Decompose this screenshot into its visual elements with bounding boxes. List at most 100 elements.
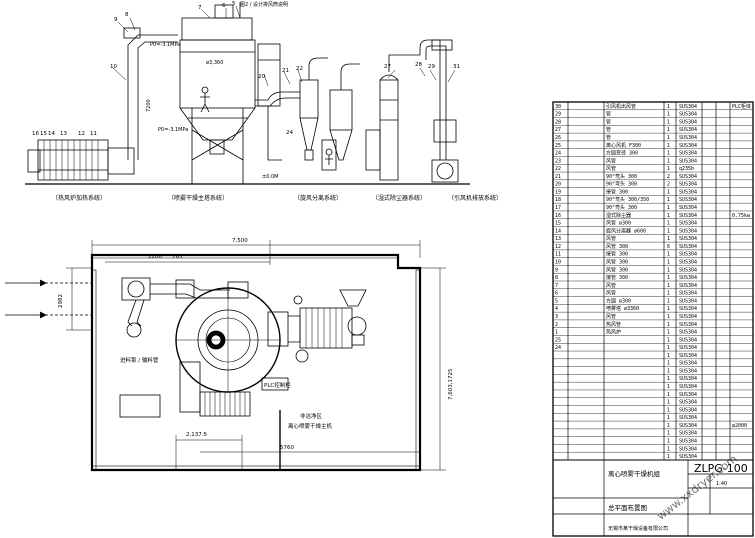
table-cell-no: 29: [555, 112, 561, 118]
table-cell-qty: 1: [667, 407, 670, 413]
title-sub: 总平面布置图: [608, 503, 647, 512]
table-cell-mat: SUS304: [679, 415, 697, 421]
part-no-label: 7: [198, 5, 202, 11]
table-cell-no: 23: [555, 158, 561, 164]
table-cell-name: 管: [606, 111, 611, 118]
height-mark: 7200: [146, 99, 152, 112]
table-cell-no: 10: [555, 259, 561, 265]
scale: 1:40: [716, 481, 727, 487]
table-cell-mat: SUS304: [679, 135, 697, 141]
table-cell-mat: SUS304: [679, 182, 697, 188]
table-cell-mat: SUS304: [679, 228, 697, 234]
table-cell-qty: 1: [667, 384, 670, 390]
table-cell-mat: SUS304: [679, 174, 697, 180]
table-cell-qty: 1: [667, 135, 670, 141]
part-no-label: 12: [78, 131, 85, 137]
table-cell-note: PLC柜体: [732, 103, 751, 110]
table-cell-qty: 1: [667, 376, 670, 382]
table-cell-qty: 1: [667, 314, 670, 320]
table-cell-no: 7: [555, 283, 558, 289]
table-cell-no: 11: [555, 252, 561, 258]
table-cell-qty: 1: [667, 423, 670, 429]
table-cell-qty: 2: [667, 174, 670, 180]
table-cell-mat: SUS304: [679, 384, 697, 390]
table-cell-mat: SUS304: [679, 407, 697, 413]
section-label: （旋风分离系统）: [294, 194, 342, 202]
spray-tower: [179, 2, 281, 184]
top-note: 图2 / 设计排风筒说明: [240, 1, 288, 8]
table-cell-mat: SUS304: [679, 345, 697, 351]
table-cell-qty: 1: [667, 306, 670, 312]
table-cell-qty: 1: [667, 392, 670, 398]
table-cell-qty: 1: [667, 454, 670, 460]
table-cell-mat: SUS304: [679, 143, 697, 149]
part-no-label: 13: [60, 131, 67, 137]
table-cell-qty: 1: [667, 337, 670, 343]
table-cell-name: 热风管: [606, 321, 621, 328]
table-cell-no: 18: [555, 197, 561, 203]
table-cell-mat: SUS304: [679, 244, 697, 250]
table-cell-no: 8: [555, 275, 558, 281]
table-cell-no: 4: [555, 306, 558, 312]
table-cell-mat: SUS304: [679, 353, 697, 359]
table-cell-note: 0.75kw: [732, 213, 751, 219]
table-cell-qty: 1: [667, 205, 670, 211]
table-cell-mat: SUS304: [679, 151, 697, 157]
table-cell-mat: SUS304: [679, 236, 697, 242]
part-no-label: 21: [282, 68, 289, 74]
table-cell-name: 管: [606, 134, 611, 141]
table-cell-no: 21: [555, 174, 561, 180]
pressure-mid: P0=-3.1MPa: [158, 127, 188, 133]
dim-total: 7,500: [232, 238, 248, 244]
plan-cabinets: [119, 361, 289, 418]
table-cell-mat: SUS304: [679, 158, 697, 164]
table-cell-name: 接管 300: [606, 274, 628, 281]
table-cell-qty: 1: [667, 345, 670, 351]
dim-left: 2982: [58, 294, 64, 308]
table-cell-qty: 1: [667, 291, 670, 297]
table-cell-qty: 1: [667, 353, 670, 359]
table-cell-name: 风管 300: [606, 243, 628, 250]
table-cell-mat: SUS304: [679, 275, 697, 281]
table-cell-mat: SUS304: [679, 306, 697, 312]
table-cell-qty: 6: [667, 244, 670, 250]
table-cell-qty: 1: [667, 213, 670, 219]
table-cell-mat: SUS304: [679, 314, 697, 320]
table-cell-name: 离心风机 F300: [606, 142, 641, 149]
plan-drying-chamber: [175, 287, 301, 393]
part-no-label: 9: [114, 17, 118, 23]
table-cell-no: 6: [555, 291, 558, 297]
table-cell-mat: SUS304: [679, 205, 697, 211]
part-no-label: 6: [222, 3, 226, 9]
table-cell-no: 25: [555, 143, 561, 149]
table-cell-name: 引风机出风管: [606, 103, 636, 110]
tower-diameter: ø3,360: [206, 60, 223, 66]
elevation-view: [25, 2, 470, 185]
table-cell-mat: SUS304: [679, 213, 697, 219]
table-cell-name: 风管 300: [606, 266, 628, 273]
plan-labels: 进料泵 / 输料管 PLC控制柜 非洁净区 离心喷雾干燥主机: [120, 356, 333, 430]
dim-bottom-b: 5760: [280, 445, 294, 451]
table-cell-qty: 1: [667, 368, 670, 374]
table-cell-qty: 1: [667, 158, 670, 164]
table-cell-qty: 1: [667, 361, 670, 367]
drawing-number: ZLPG-100: [694, 462, 748, 475]
plan-view: [5, 240, 446, 472]
table-cell-name: 风管: [606, 282, 616, 289]
table-cell-mat: SUS304: [679, 446, 697, 452]
table-cell-qty: 1: [667, 143, 670, 149]
elevation-annotations: 图2 / 设计排风筒说明 ø3,360 7200 P0=-3.1MPa P0=-…: [146, 1, 288, 180]
dim-right: 7,603,1725: [448, 368, 454, 400]
table-cell-mat: SUS304: [679, 376, 697, 382]
system-labels: （热风炉加热系统） （喷雾干燥主塔系统） （旋风分离系统） （湿式除尘器系统） …: [52, 194, 502, 202]
table-cell-mat: SUS304: [679, 197, 697, 203]
table-cell-mat: q235b: [679, 166, 694, 172]
table-cell-mat: SUS304: [679, 291, 697, 297]
table-cell-mat: SUS304: [679, 119, 697, 125]
part-no-label: 10: [110, 64, 117, 70]
table-cell-name: 风管: [606, 235, 616, 242]
table-cell-no: 26: [555, 135, 561, 141]
table-cell-qty: 1: [667, 112, 670, 118]
table-cell-name: 风管: [606, 157, 616, 164]
